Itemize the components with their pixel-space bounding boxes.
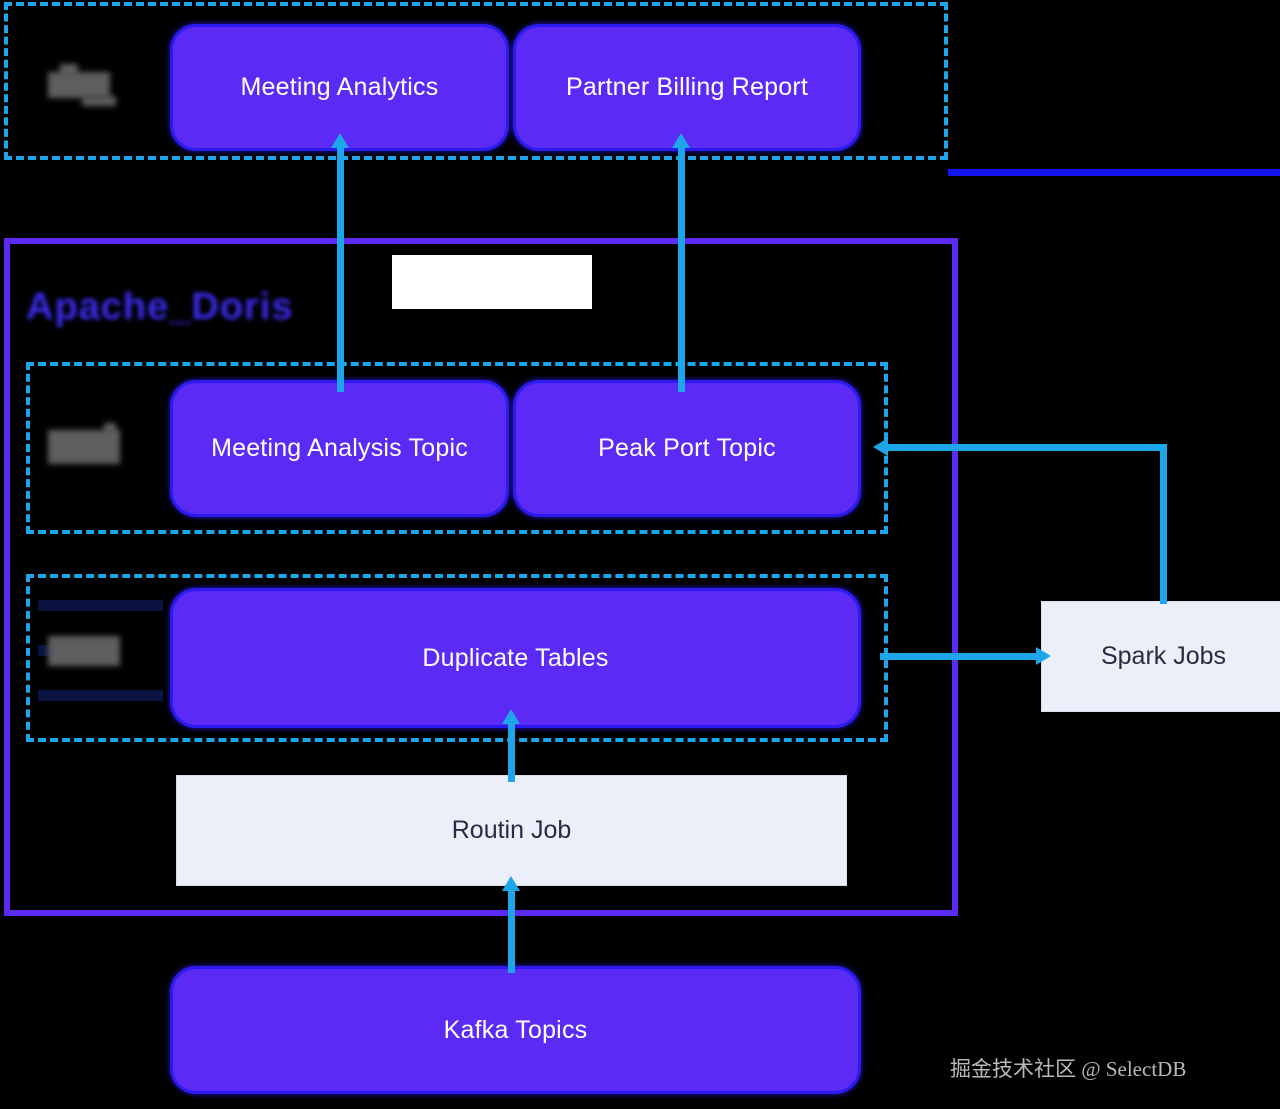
edge-duptables-to-spark-arrowhead [1036, 647, 1051, 665]
node-duplicate-tables-label: Duplicate Tables [422, 643, 609, 672]
node-partner-billing-report-label: Partner Billing Report [565, 73, 808, 101]
group-topic-layer-label-redacted-notch [104, 423, 116, 435]
edge-spark-to-peak-arrowhead [873, 438, 888, 456]
node-partner-billing-report[interactable]: Partner Billing Report [513, 24, 861, 151]
node-meeting-analytics-label: Meeting Analytics [240, 73, 439, 101]
edge-spark-to-peak-vertical [1160, 444, 1167, 604]
node-duplicate-tables[interactable]: Duplicate Tables [170, 588, 861, 728]
node-peak-port-topic-label: Peak Port Topic [598, 434, 776, 462]
group-application-layer-label-redacted-notch-2 [82, 96, 116, 106]
node-meeting-analysis-topic[interactable]: Meeting Analysis Topic [170, 380, 509, 517]
group-application-layer-label-redacted [48, 72, 110, 98]
edge-meeting-topic-to-analytics-arrowhead [331, 133, 349, 148]
container-apache-doris [4, 238, 958, 916]
group-table-layer-label-redacted [48, 636, 120, 666]
edge-duptables-to-spark-line [880, 653, 1043, 660]
table-icon-bar-bottom [38, 690, 163, 701]
edge-meeting-topic-to-analytics-line [337, 146, 344, 392]
node-kafka-topics-label: Kafka Topics [443, 1015, 588, 1044]
node-kafka-topics[interactable]: Kafka Topics [170, 966, 861, 1094]
container-apache-doris-label: Apache_Doris [26, 286, 294, 328]
node-routin-job-label: Routin Job [451, 816, 572, 844]
node-routin-job[interactable]: Routin Job [176, 775, 847, 886]
edge-spark-to-peak-horizontal [888, 444, 1167, 451]
white-redaction-patch [392, 255, 592, 309]
node-meeting-analytics[interactable]: Meeting Analytics [170, 24, 509, 151]
node-peak-port-topic[interactable]: Peak Port Topic [513, 380, 861, 517]
edge-kafka-to-routinjob-line [508, 886, 515, 973]
edge-routinjob-to-duptables-line [508, 722, 515, 782]
watermark: 掘金技术社区 @ SelectDB [950, 1057, 1187, 1081]
group-application-layer [4, 2, 948, 160]
node-spark-jobs[interactable]: Spark Jobs [1041, 601, 1280, 712]
top-blue-rule [948, 169, 1280, 176]
group-topic-layer-label-redacted [48, 430, 120, 464]
node-spark-jobs-label: Spark Jobs [1100, 642, 1227, 670]
edge-peak-topic-to-billing-line [678, 146, 685, 392]
edge-peak-topic-to-billing-arrowhead [672, 133, 690, 148]
edge-routinjob-to-duptables-arrowhead [502, 709, 520, 724]
node-meeting-analysis-topic-label: Meeting Analysis Topic [211, 434, 468, 462]
group-application-layer-label-redacted-notch [60, 64, 78, 76]
edge-kafka-to-routinjob-arrowhead [502, 876, 520, 891]
table-icon-bar-top [38, 600, 163, 611]
